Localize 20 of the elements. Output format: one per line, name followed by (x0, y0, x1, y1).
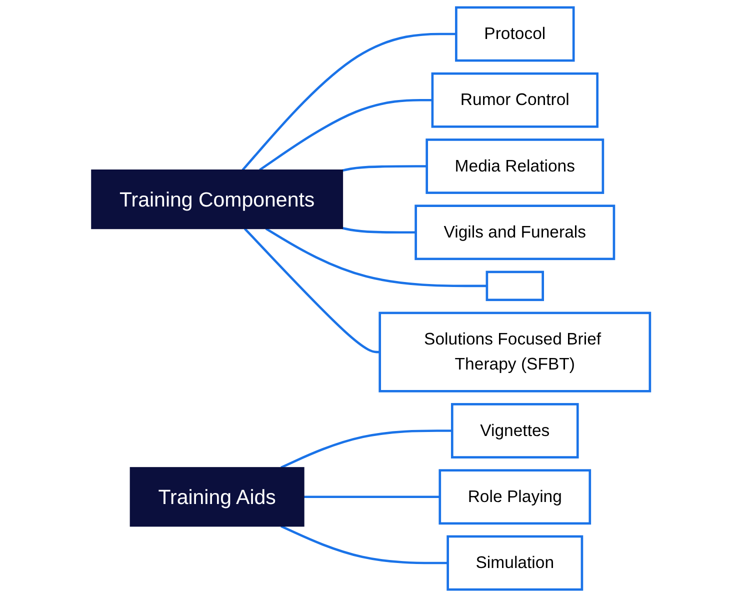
connector (265, 228, 487, 288)
connector (244, 228, 380, 354)
connector (342, 165, 427, 172)
node-box: Role Playing (438, 469, 591, 525)
connector (280, 525, 448, 564)
connector (280, 430, 452, 469)
connector (342, 226, 416, 234)
node-box: Training Components (90, 170, 343, 230)
node-box (486, 270, 544, 302)
node-box: Protocol (454, 6, 574, 62)
node-box: Simulation (446, 535, 583, 591)
node-box: Media Relations (425, 138, 604, 194)
connector (242, 32, 456, 171)
node-box: Solutions Focused Brief Therapy (SFBT) (378, 312, 651, 392)
connector (304, 496, 440, 498)
node-box: Training Aids (130, 467, 304, 527)
node-box: Rumor Control (431, 72, 598, 128)
node-box: Vigils and Funerals (414, 204, 615, 260)
connector (258, 98, 432, 171)
node-box: Vignettes (450, 403, 579, 458)
